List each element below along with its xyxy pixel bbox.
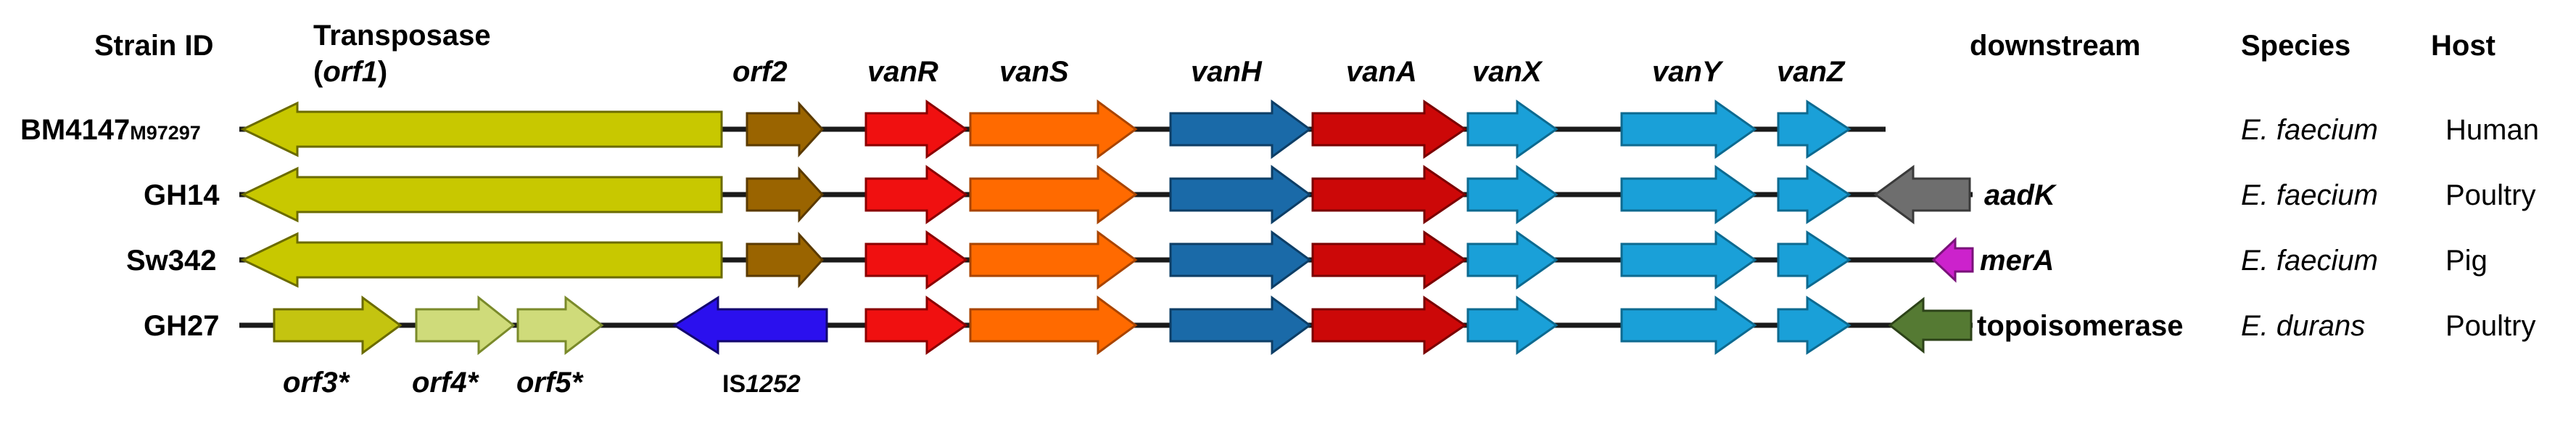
vanR-gene-arrow: [864, 295, 968, 355]
orf2-gene-arrow: [746, 101, 825, 158]
vanY-gene-arrow: [1620, 99, 1757, 159]
orf3-gene-arrow: [273, 295, 402, 355]
vanR-gene-arrow: [864, 165, 968, 224]
gene-label-vanR: vanR: [867, 56, 938, 88]
vanS-gene-arrow: [969, 295, 1138, 355]
header-host: Host: [2431, 30, 2496, 62]
host-gh27: Poultry: [2445, 310, 2536, 342]
transposase-gene-arrow: [240, 232, 723, 288]
label-orf5: orf5*: [516, 367, 585, 399]
gene-label-vanZ: vanZ: [1777, 56, 1846, 88]
orf2-gene-arrow: [746, 232, 825, 288]
topoisomerase-gene-arrow: [1888, 296, 1973, 354]
gene-label-vanX: vanX: [1472, 56, 1543, 88]
transposase-gene-arrow: [240, 101, 723, 158]
header-transposase: Transposase: [313, 20, 491, 52]
vanH-gene-arrow: [1169, 99, 1312, 159]
label-orf4: orf4*: [412, 367, 480, 399]
vanA-gene-arrow: [1311, 165, 1467, 224]
track-gh14: GH14 aadK E. faecium Poultry: [144, 165, 2536, 224]
header-downstream: downstream: [1970, 30, 2141, 62]
gene-label-vanH: vanH: [1191, 56, 1263, 88]
vanS-gene-arrow: [969, 99, 1138, 159]
vanH-gene-arrow: [1169, 230, 1312, 290]
vanX-gene-arrow: [1466, 295, 1559, 355]
track-gh27: GH27 topoisomerase E. durans Poultry orf…: [144, 295, 2536, 399]
vanY-gene-arrow: [1620, 230, 1757, 290]
vanY-gene-arrow: [1620, 295, 1757, 355]
vanZ-gene-arrow: [1777, 295, 1852, 355]
strain-id-gh27: GH27: [144, 310, 220, 342]
orf4-gene-arrow: [415, 295, 516, 356]
vanZ-gene-arrow: [1777, 165, 1852, 224]
header-transposase-gene: (orf1): [313, 56, 387, 88]
vanH-gene-arrow: [1169, 165, 1312, 224]
species-bm4147: E. faecium: [2241, 114, 2378, 146]
vanH-gene-arrow: [1169, 295, 1312, 355]
species-sw342: E. faecium: [2241, 245, 2378, 277]
vanX-gene-arrow: [1466, 230, 1559, 290]
host-sw342: Pig: [2445, 245, 2488, 277]
strain-id-bm4147: BM4147M97297: [20, 114, 201, 146]
gene-label-orf2: orf2: [732, 56, 788, 88]
merA-gene-arrow: [1931, 237, 1974, 283]
track-sw342: Sw342 merA E. faecium Pig: [126, 230, 2488, 290]
downstream-gh27: topoisomerase: [1977, 310, 2184, 342]
gene-label-vanY: vanY: [1652, 56, 1724, 88]
vanX-gene-arrow: [1466, 165, 1559, 224]
species-gh27: E. durans: [2241, 310, 2365, 342]
vanZ-gene-arrow: [1777, 230, 1852, 290]
label-IS1252: IS1252: [722, 370, 801, 398]
IS1252-gene-arrow: [672, 295, 828, 355]
vanA-gene-arrow: [1311, 99, 1467, 159]
vanX-gene-arrow: [1466, 99, 1559, 159]
vanS-gene-arrow: [969, 230, 1138, 290]
vanR-gene-arrow: [864, 230, 968, 290]
vanZ-gene-arrow: [1777, 99, 1852, 159]
gene-label-vanA: vanA: [1346, 56, 1417, 88]
strain-id-gh14: GH14: [144, 179, 220, 211]
label-orf3: orf3*: [283, 367, 351, 399]
downstream-gh14: aadK: [1984, 179, 2057, 211]
orf5-gene-arrow: [516, 295, 604, 356]
header-species: Species: [2241, 30, 2350, 62]
gene-label-vanS: vanS: [999, 56, 1069, 88]
track-bm4147: BM4147M97297 E. faecium Human: [20, 99, 2539, 159]
vanY-gene-arrow: [1620, 165, 1757, 224]
vanA-gene-arrow: [1311, 230, 1467, 290]
orf2-gene-arrow: [746, 166, 825, 223]
vanR-gene-arrow: [864, 99, 968, 159]
transposase-gene-arrow: [240, 166, 723, 223]
downstream-sw342: merA: [1980, 245, 2054, 277]
host-gh14: Poultry: [2445, 179, 2536, 211]
host-bm4147: Human: [2445, 114, 2539, 146]
vanS-gene-arrow: [969, 165, 1138, 224]
vanA-gene-arrow: [1311, 295, 1467, 355]
strain-id-sw342: Sw342: [126, 245, 217, 277]
header-strain-id: Strain ID: [94, 30, 213, 62]
aadK-gene-arrow: [1873, 165, 1971, 224]
species-gh14: E. faecium: [2241, 179, 2378, 211]
